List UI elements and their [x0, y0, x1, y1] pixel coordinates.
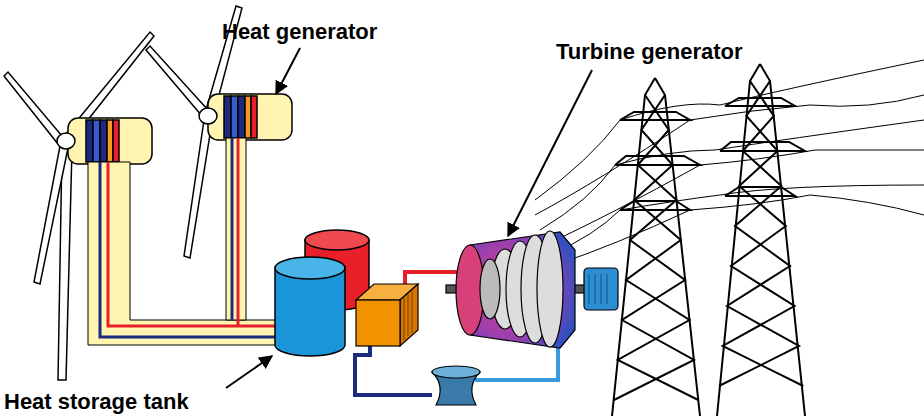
- pylon: [717, 64, 805, 416]
- callout-label: Heat storage tank: [4, 390, 189, 414]
- leader-arrows: [226, 48, 592, 388]
- heat-pipes: [88, 138, 300, 345]
- cooling-tower: [432, 366, 480, 405]
- heat-exchanger: [356, 284, 418, 346]
- callout-label: Heat generator: [222, 20, 377, 44]
- callout-label: Turbine generator: [556, 40, 743, 64]
- pylon: [612, 78, 700, 416]
- power-lines: [535, 60, 924, 265]
- turbine-generator: [446, 231, 618, 348]
- heat-storage-tanks: [275, 230, 369, 356]
